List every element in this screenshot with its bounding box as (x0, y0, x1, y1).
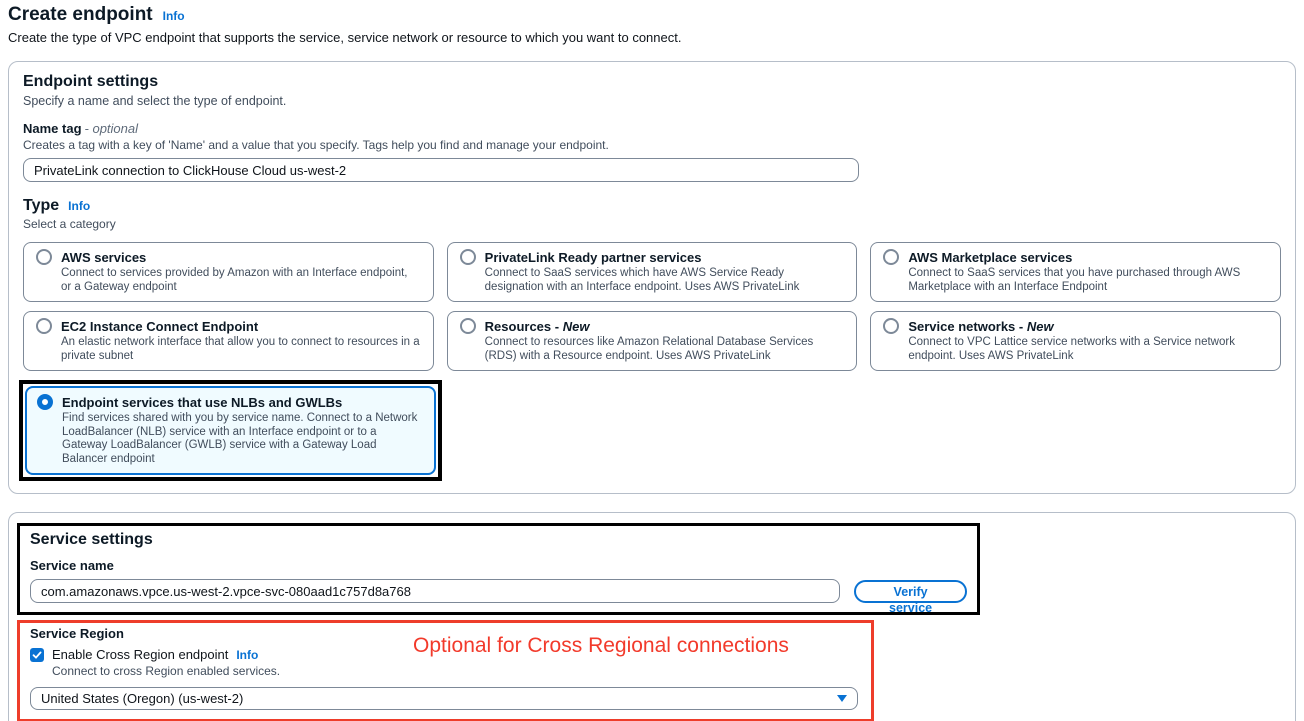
cross-region-info-link[interactable]: Info (236, 648, 258, 662)
service-region-select[interactable]: United States (Oregon) (us-west-2) (30, 687, 858, 710)
type-card-marketplace[interactable]: AWS Marketplace services Connect to SaaS… (870, 242, 1281, 302)
radio-unchecked-icon[interactable] (36, 318, 52, 334)
type-card-aws-services[interactable]: AWS services Connect to services provide… (23, 242, 434, 302)
name-tag-helper: Creates a tag with a key of 'Name' and a… (23, 138, 1281, 152)
cross-region-checkbox-label: Enable Cross Region endpoint (52, 647, 228, 663)
service-settings-card: Service settings Service name Verify ser… (8, 512, 1296, 721)
radio-unchecked-icon[interactable] (460, 249, 476, 265)
cross-region-checkbox[interactable] (30, 648, 44, 662)
service-name-input[interactable] (30, 579, 840, 603)
radio-checked-icon[interactable] (37, 394, 53, 410)
endpoint-settings-title: Endpoint settings (23, 72, 1281, 92)
annotation-black-rectangle-service-name: Service settings Service name Verify ser… (17, 523, 980, 615)
radio-unchecked-icon[interactable] (460, 318, 476, 334)
annotation-black-rectangle-selected-card: Endpoint services that use NLBs and GWLB… (19, 380, 442, 481)
type-label: Type (23, 196, 59, 216)
type-card-privatelink-partner[interactable]: PrivateLink Ready partner services Conne… (447, 242, 858, 302)
type-info-link[interactable]: Info (68, 199, 90, 213)
endpoint-settings-subtitle: Specify a name and select the type of en… (23, 94, 1281, 109)
type-card-service-networks[interactable]: Service networks - New Connect to VPC La… (870, 311, 1281, 371)
checkmark-icon (32, 650, 42, 660)
annotation-red-note: Optional for Cross Regional connections (413, 634, 789, 658)
cross-region-helper: Connect to cross Region enabled services… (52, 664, 861, 678)
page-title-info-link[interactable]: Info (163, 9, 185, 23)
type-card-grid: AWS services Connect to services provide… (23, 242, 1281, 481)
type-subtitle: Select a category (23, 217, 1281, 231)
type-card-ec2-instance-connect[interactable]: EC2 Instance Connect Endpoint An elastic… (23, 311, 434, 371)
endpoint-settings-card: Endpoint settings Specify a name and sel… (8, 61, 1296, 494)
radio-unchecked-icon[interactable] (883, 249, 899, 265)
annotation-red-rectangle-service-region: Service Region Enable Cross Region endpo… (17, 620, 874, 721)
type-card-endpoint-services-nlb-gwlb[interactable]: Endpoint services that use NLBs and GWLB… (25, 386, 436, 475)
verify-service-button[interactable]: Verify service (854, 580, 967, 603)
page-title: Create endpoint (8, 3, 153, 27)
page-header: Create endpoint Info (8, 3, 1296, 27)
type-card-resources[interactable]: Resources - New Connect to resources lik… (447, 311, 858, 371)
radio-unchecked-icon[interactable] (36, 249, 52, 265)
radio-unchecked-icon[interactable] (883, 318, 899, 334)
service-region-selected-value: United States (Oregon) (us-west-2) (41, 691, 243, 706)
page-description: Create the type of VPC endpoint that sup… (8, 30, 1296, 46)
name-tag-input[interactable] (23, 158, 859, 182)
new-badge: New (563, 319, 590, 334)
chevron-down-icon (837, 695, 847, 702)
service-name-label: Service name (30, 558, 967, 574)
name-tag-label: Name tag- optional (23, 121, 1281, 137)
name-tag-optional: - optional (85, 121, 138, 136)
new-badge: New (1027, 319, 1054, 334)
service-settings-title: Service settings (30, 530, 967, 550)
